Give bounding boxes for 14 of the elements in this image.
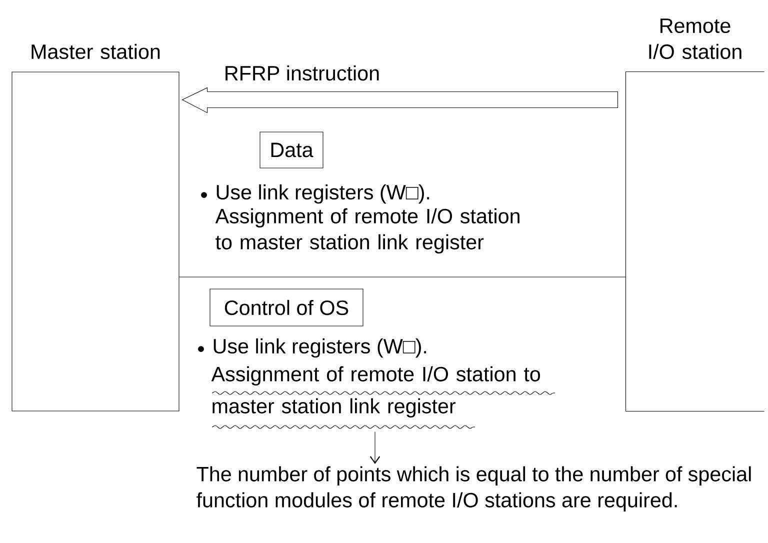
- note-text: The number of points which is equal to the number of special function modules of remote I/O stations are required.: [196, 466, 751, 512]
- edge-label: RFRP instruction: [222, 64, 382, 82]
- heading-box: Control of OS: [210, 288, 364, 326]
- station-box: Master station: [12, 44, 180, 412]
- node-label: Master station: [32, 44, 160, 60]
- body-text: Assignment of remote I/O station to master station link register: [215, 208, 520, 254]
- divider-line: [179, 276, 626, 278]
- underlined-text: Assignment of remote I/O station to master station link register: [211, 366, 556, 429]
- bullet-text: Use link registers (W□).: [216, 184, 430, 204]
- heading-box: Data: [260, 132, 324, 168]
- block-arrow: [182, 87, 618, 114]
- arrow: [370, 432, 380, 464]
- bullet-text: Use link registers (W□).: [214, 338, 426, 358]
- station-box: Remote I/O station: [625, 18, 765, 412]
